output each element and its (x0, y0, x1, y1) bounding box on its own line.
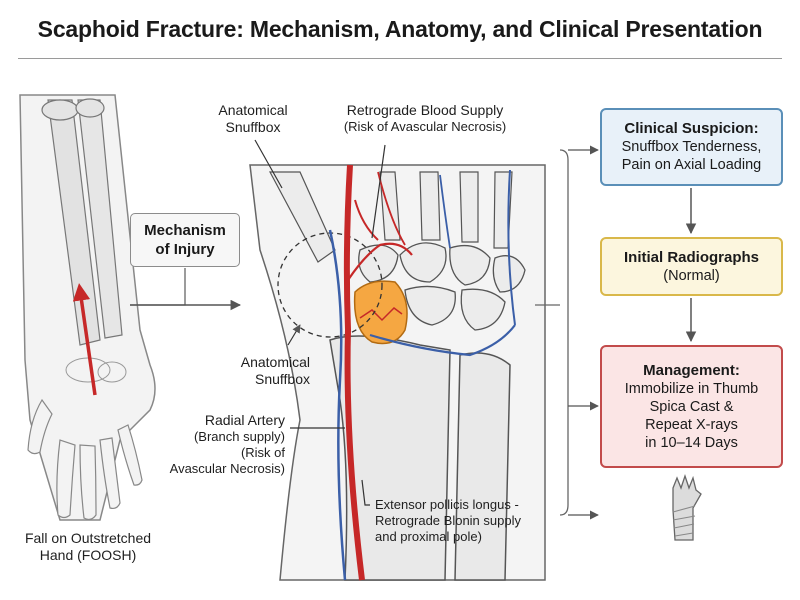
leader-line (287, 324, 301, 346)
title-divider (18, 58, 782, 59)
forearm-illustration (19, 94, 156, 521)
epl-label: Extensor pollicis longus -Retrograde Blo… (375, 497, 521, 544)
vein (507, 169, 516, 326)
initial-radiographs-box: Initial Radiographs (Normal) (600, 237, 783, 296)
mechanism-connector (130, 268, 186, 306)
artery-branch (347, 242, 413, 281)
vein (369, 324, 516, 357)
force-arrow-icon (72, 283, 97, 396)
retrograde-label: Retrograde Blood Supply(Risk of Avascula… (343, 102, 507, 134)
vein (439, 174, 451, 249)
fracture-line (359, 307, 403, 322)
clinical-suspicion-box: Clinical Suspicion: Snuffbox Tenderness,… (600, 108, 783, 186)
leader-line (371, 144, 386, 239)
radial-artery (343, 164, 365, 581)
radial-artery-label: Radial Artery (Branch supply) (Risk of A… (169, 412, 285, 476)
management-box: Management: Immobilize in Thumb Spica Ca… (600, 345, 783, 468)
leader-line (361, 479, 370, 506)
leader-line (254, 139, 283, 189)
scaphoid-bone (353, 280, 408, 345)
page-title: Scaphoid Fracture: Mechanism, Anatomy, a… (37, 16, 763, 42)
vein (328, 229, 347, 581)
wrist-anatomy (249, 164, 546, 581)
cast-hand-icon (672, 473, 702, 541)
flow-bracket (535, 149, 569, 516)
artery-branch (354, 199, 379, 241)
